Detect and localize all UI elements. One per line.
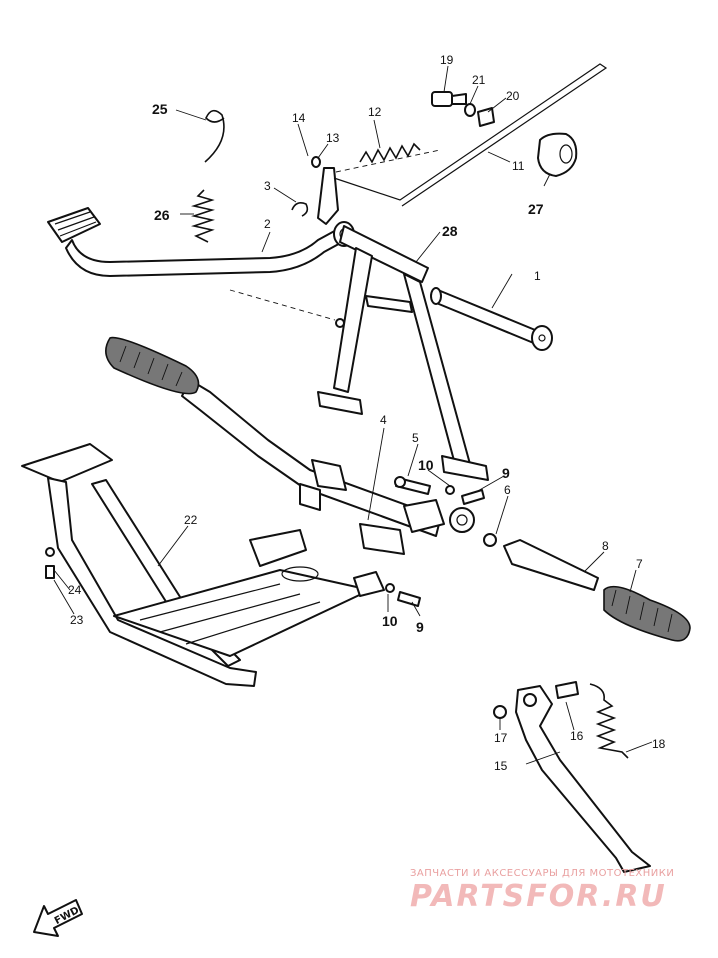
callout-15: 15 [494, 759, 508, 773]
callout-9-upper: 9 [502, 465, 510, 481]
callout-2: 2 [264, 217, 271, 231]
callout-16: 16 [570, 729, 584, 743]
brake-rod-assembly [311, 63, 608, 225]
callout-4: 4 [380, 413, 387, 427]
stand-pivot-shaft [430, 287, 553, 351]
fwd-direction-marker: FWD [33, 899, 83, 937]
adjuster-nut-set [431, 91, 495, 127]
callout-21: 21 [472, 73, 486, 87]
callout-27: 27 [528, 201, 544, 217]
callout-6: 6 [504, 483, 511, 497]
callout-20: 20 [506, 89, 520, 103]
callout-13: 13 [326, 131, 340, 145]
callout-9-lower: 9 [416, 619, 424, 635]
bolt-set [385, 476, 497, 607]
hook-spring [204, 109, 225, 163]
left-footrest-grip [105, 336, 200, 395]
callout-25: 25 [152, 101, 168, 117]
skid-plate-frame [21, 443, 385, 687]
brake-pedal-pad [47, 207, 101, 243]
callout-28: 28 [442, 223, 458, 239]
callout-12: 12 [368, 105, 382, 119]
callout-1: 1 [534, 269, 541, 283]
circlip [291, 202, 309, 217]
watermark-brand: PARTSFOR.RU [410, 879, 667, 914]
part-callouts: 1 2 3 4 5 6 7 8 9 9 10 10 11 12 13 14 15… [68, 53, 666, 773]
coil-spring-26 [191, 189, 215, 243]
callout-17: 17 [494, 731, 508, 745]
rubber-bumper [537, 132, 578, 177]
watermark: ЗАПЧАСТИ И АКСЕССУАРЫ ДЛЯ МОТОТЕХНИКИ PA… [410, 868, 674, 914]
right-footrest-arm [503, 539, 599, 591]
callout-3: 3 [264, 179, 271, 193]
leader-lines [53, 65, 653, 765]
side-stand [493, 681, 651, 873]
callout-5: 5 [412, 431, 419, 445]
callout-10-upper: 10 [418, 457, 434, 473]
callout-7: 7 [636, 557, 643, 571]
callout-22: 22 [184, 513, 198, 527]
callout-8: 8 [602, 539, 609, 553]
callout-10-lower: 10 [382, 613, 398, 629]
main-stand [317, 225, 489, 481]
callout-11: 11 [512, 159, 525, 173]
callout-23: 23 [70, 613, 84, 627]
callout-26: 26 [154, 207, 170, 223]
screw-23-24 [45, 547, 55, 579]
footrest-bar [181, 379, 475, 555]
right-footrest-grip [603, 585, 691, 642]
callout-24: 24 [68, 583, 82, 597]
callout-14: 14 [292, 111, 306, 125]
callout-19: 19 [440, 53, 454, 67]
brake-pedal-arm [65, 227, 347, 277]
brake-pedal-assembly [47, 207, 355, 328]
callout-18: 18 [652, 737, 666, 751]
watermark-tagline: ЗАПЧАСТИ И АКСЕССУАРЫ ДЛЯ МОТОТЕХНИКИ [410, 868, 674, 879]
